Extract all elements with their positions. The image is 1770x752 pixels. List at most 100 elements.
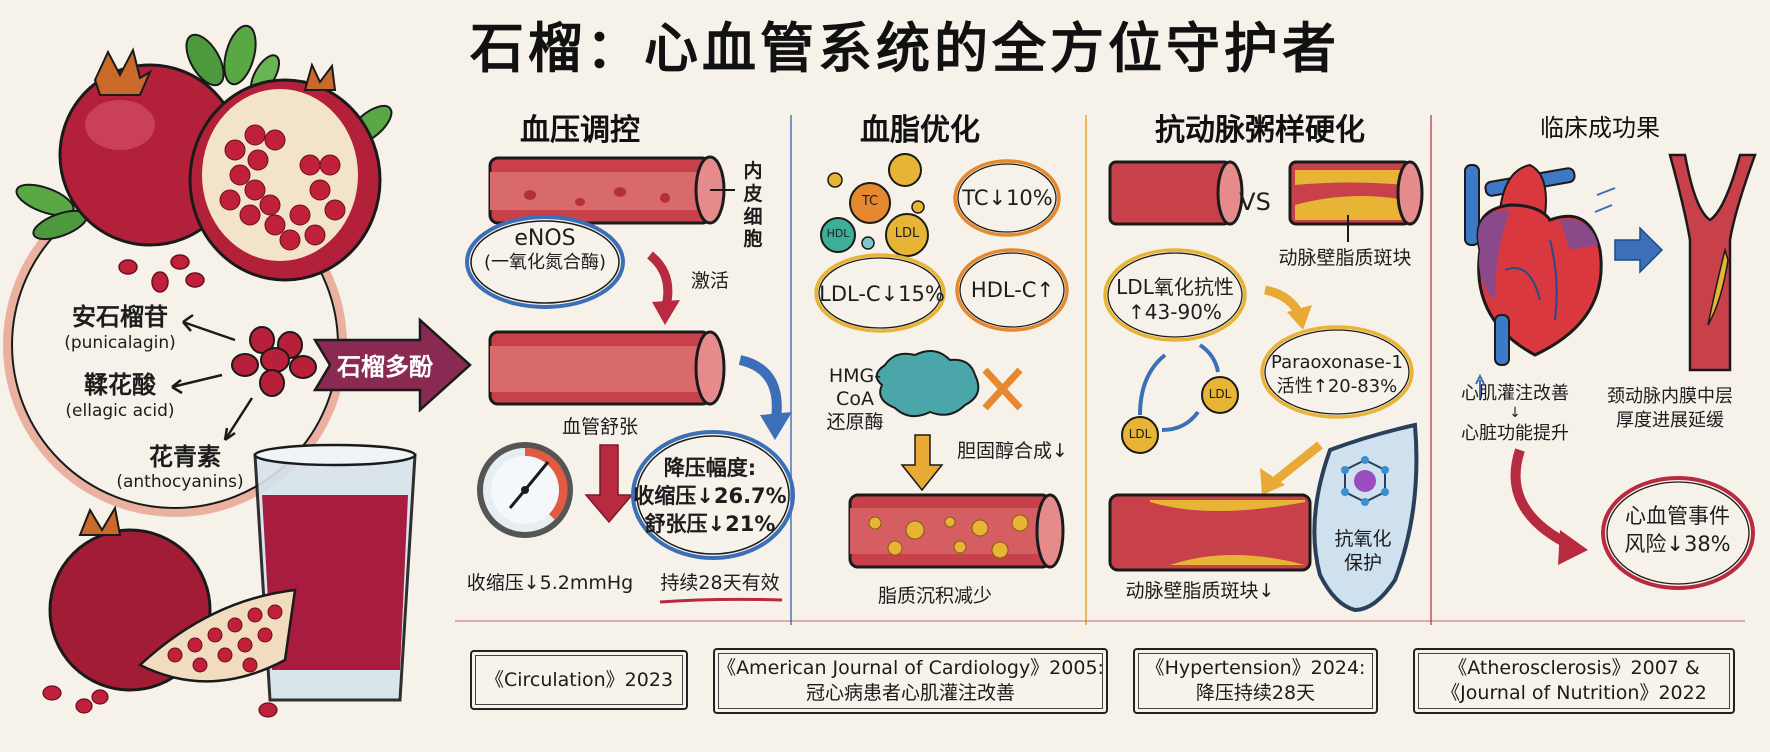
reference-line: 《Circulation》2023 [484,668,674,691]
compound-ellagic-en: (ellagic acid) [65,401,175,421]
reference-box: 《American Journal of Cardiology》2005: 冠心… [713,648,1108,714]
duration-label: 持续28天有效 [660,572,780,594]
compound-ellagic-cn: 鞣花酸 [84,371,156,399]
carotid-label-2: 厚度进展延缓 [1616,410,1724,431]
section-divider [1430,115,1432,625]
down-arrow-icon [900,434,944,492]
plaque-reduced-label: 动脉壁脂质斑块↓ [1125,580,1275,602]
particle-label-ldl: LDL [894,226,920,241]
reference-box: 《Circulation》2023 [470,650,688,710]
cholesterol-synthesis-label: 胆固醇合成↓ [957,440,1068,462]
shield-label-2: 保护 [1343,552,1382,574]
section-title-clinical: 临床成功果 [1540,114,1660,142]
cut-pomegranate-icon [188,62,382,282]
hmg-coa-enzyme-icon [875,350,980,418]
polyphenol-arrow-icon [312,317,472,413]
outcome-arrow-icon [1510,448,1573,550]
reduction-ellipse [631,430,795,560]
reference-line: 《Atherosclerosis》2007 & [1448,657,1700,680]
ldl-label: LDL [1128,427,1152,441]
enzyme-label-2: CoA [836,388,874,410]
section-divider [1085,115,1087,625]
section-divider [790,115,792,625]
shield-icon [1312,422,1419,613]
enzyme-label-3: 还原酶 [826,411,884,433]
section-title-lipids: 血脂优化 [860,113,980,148]
risk-ellipse [1601,476,1755,590]
reference-line: 冠心病患者心肌灌注改善 [805,682,1015,704]
cv-risk-value: 风险↓38% [1624,532,1731,556]
ldl-particle-icon [1201,376,1239,414]
hdl-particle-icon [820,217,856,253]
particle-label-hdl: HDL [826,227,850,240]
bp-illustrations [465,155,795,604]
enos-ellipse [465,215,625,309]
polyphenol-label: 石榴多酚 [337,353,433,381]
duration-underline [659,597,783,604]
myocardial-arrow: ↓ [1509,405,1521,421]
pon1-label: Paraoxonase-1 [1271,352,1403,373]
lipid-illustrations [814,153,1069,569]
cycle-arrows-icon [1138,343,1220,432]
reduced-plaque-artery-icon [1108,493,1312,572]
pomegranate-illustration [3,24,472,718]
enzyme-label-1: HMG- [828,365,882,387]
ldl-reduction: LDL-C↓15% [819,282,945,306]
inhibit-x-icon [982,367,1023,411]
section-title-atherosclerosis: 抗动脉粥样硬化 [1155,113,1365,148]
ldl-label: LDL [1208,387,1232,401]
ldl-oxidation-value: ↑43-90% [1128,300,1222,324]
plaque-label: 动脉壁脂质斑块 [1278,247,1412,269]
tc-reduction: TC↓10% [962,186,1053,210]
compound-punicalagin-en: (punicalagin) [64,333,176,353]
antioxidant-molecule-icon [1341,456,1389,506]
compound-punicalagin-cn: 安石榴苷 [72,303,168,331]
section-title-blood-pressure: 血压调控 [520,113,640,148]
ldl-oxidation-label: LDL氧化抗性 [1116,275,1234,299]
reference-box: 《Atherosclerosis》2007 & 《Journal of Nutr… [1413,648,1735,714]
shield-label-1: 抗氧化 [1334,528,1392,550]
lipid-deposit-label: 脂质沉积减少 [877,585,992,607]
particle-label-tc: TC [861,194,879,209]
enos-label: eNOS [514,226,576,251]
flow-arrows-icon [1594,187,1616,213]
clinical-illustrations [1464,153,1757,590]
reference-line: 《American Journal of Cardiology》2005: [717,657,1104,680]
activate-label: 激活 [690,270,729,292]
seed-cluster-icon [231,326,317,397]
heart-icon [1464,163,1603,366]
reduction-title: 降压幅度: [663,456,757,480]
blood-pressure-gauge-icon [477,442,573,538]
vasodilation-label: 血管舒张 [561,416,638,438]
compound-anthocyanins-en: (anthocyanins) [116,472,244,492]
carotid-label-1: 颈动脉内膜中层 [1607,386,1733,407]
bottom-pomegranate-icon [48,505,297,692]
seed-icon [118,254,205,293]
reference-line: 《Hypertension》2024: [1145,657,1366,680]
reference-line: 《Journal of Nutrition》2022 [1441,682,1707,704]
dilated-vessel-icon [488,330,726,406]
enos-sublabel: (一氧化氮合酶) [483,252,607,273]
myocardial-perfusion-label: 心肌灌注改善 [1461,383,1569,404]
decrease-arrow-icon [584,444,634,524]
healthy-artery-icon [1108,160,1244,226]
plaque-artery-icon [1288,160,1424,226]
systolic-reduction-pct: 收缩压↓26.7% [633,484,787,508]
compound-arrows [171,313,254,442]
compound-anthocyanins-cn: 花青素 [149,443,221,471]
tc-particle-icon [849,182,891,224]
references-divider [455,620,1745,622]
right-arrow-icon [1614,226,1664,274]
atherosclerosis-illustrations [1103,160,1424,613]
pon1-value: 活性↑20-83% [1276,376,1398,397]
lipid-vessel-icon [848,493,1065,569]
systolic-mmhg-label: 收缩压↓5.2mmHg [466,572,634,594]
ldl-particle-icon [885,213,929,257]
reference-line: 降压持续28天 [1195,682,1316,704]
page-title: 石榴：心血管系统的全方位守护者 [470,17,1340,80]
hdl-increase: HDL-C↑ [970,278,1055,302]
ldl-particle-icon [1121,416,1159,454]
reference-box: 《Hypertension》2024: 降压持续28天 [1133,648,1378,714]
cv-event-label: 心血管事件 [1625,504,1730,528]
vs-label: VS [1239,188,1271,216]
